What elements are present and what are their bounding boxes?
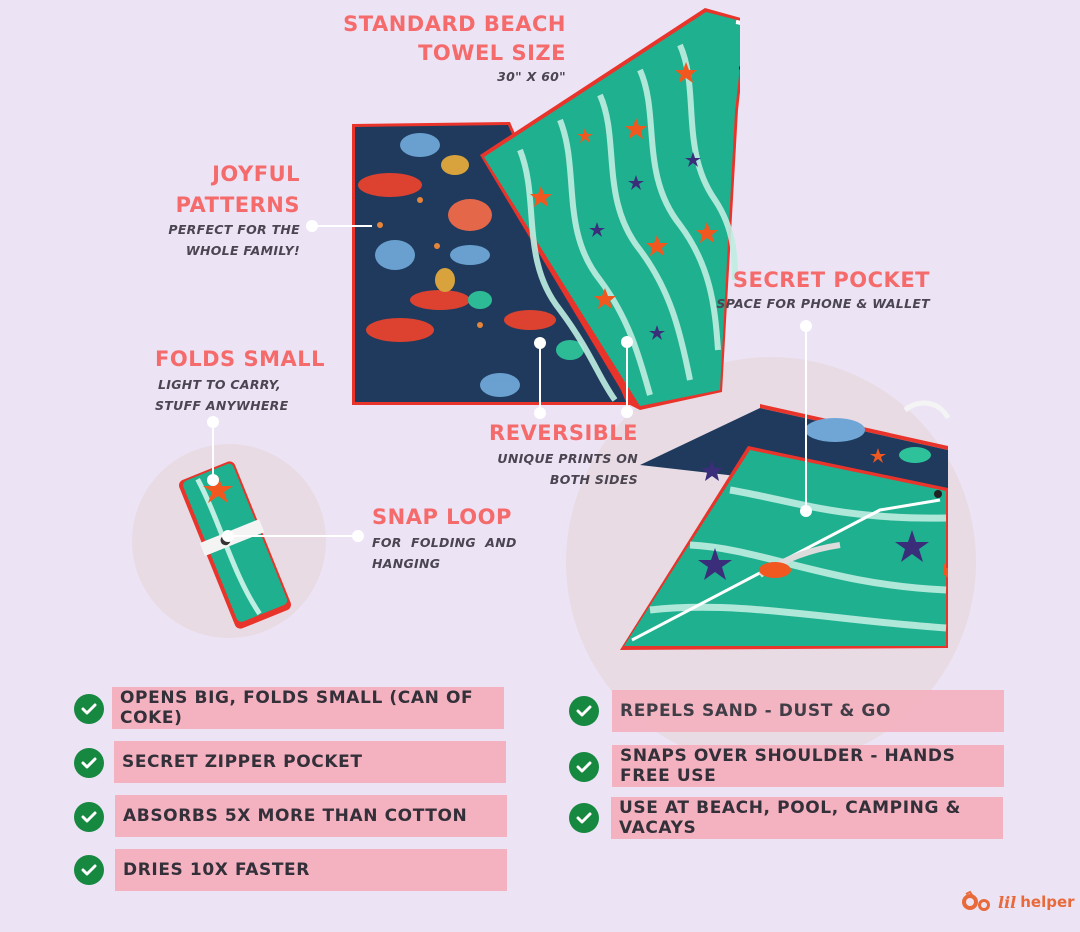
patterns-title-line1: JOYFUL <box>212 162 300 186</box>
pocket-closeup-image <box>620 400 951 650</box>
reversible-subtitle-line1: UNIQUE PRINTS ON <box>497 451 638 466</box>
brand-logo: lil helper <box>960 890 1075 914</box>
snap-loop-title: SNAP LOOP <box>372 505 512 529</box>
snap-loop-subtitle-line1: FOR FOLDING AND <box>372 535 517 550</box>
check-circle-icon <box>569 803 599 833</box>
patterns-callout: JOYFUL PATTERNS PERFECT FOR THE WHOLE FA… <box>140 158 300 261</box>
patterns-subtitle-line1: PERFECT FOR THE <box>168 222 300 237</box>
pocket-title: SECRET POCKET <box>732 268 930 292</box>
reversible-callout: REVERSIBLE UNIQUE PRINTS ON BOTH SIDES <box>480 419 638 490</box>
feature-item: ABSORBS 5X MORE THAN COTTON <box>115 795 507 837</box>
pocket-callout: SECRET POCKET SPACE FOR PHONE & WALLET <box>700 266 930 313</box>
feature-item: DRIES 10X FASTER <box>115 849 507 891</box>
folds-title: FOLDS SMALL <box>155 347 325 371</box>
snap-loop-subtitle-line2: HANGING <box>372 556 441 571</box>
feature-item: REPELS SAND - DUST & GO <box>612 690 1004 732</box>
feature-item: OPENS BIG, FOLDS SMALL (CAN OF COKE) <box>112 687 504 729</box>
check-circle-icon <box>74 855 104 885</box>
brand-name-lil: lil <box>998 892 1017 912</box>
reversible-connector-line-1 <box>539 342 541 412</box>
size-title-line2: TOWEL SIZE <box>418 41 566 65</box>
feature-item: SECRET ZIPPER POCKET <box>114 741 506 783</box>
reversible-connector-dot-1b <box>534 407 546 419</box>
check-circle-icon <box>569 696 599 726</box>
feature-item: SNAPS OVER SHOULDER - HANDS FREE USE <box>612 745 1004 787</box>
snap-connector-line <box>228 535 358 537</box>
pocket-connector-dot-bottom <box>800 505 812 517</box>
reversible-subtitle-line2: BOTH SIDES <box>549 472 638 487</box>
reversible-connector-dot-1 <box>534 337 546 349</box>
check-circle-icon <box>569 752 599 782</box>
check-circle-icon <box>74 694 104 724</box>
patterns-title-line2: PATTERNS <box>175 193 300 217</box>
bird-mascot-icon <box>962 890 990 911</box>
reversible-connector-dot-2 <box>621 336 633 348</box>
reversible-connector-line-2 <box>626 341 628 411</box>
open-towel-image <box>352 8 740 410</box>
patterns-connector-line <box>312 225 372 227</box>
size-subtitle: 30" X 60" <box>497 69 566 84</box>
pocket-connector-dot-top <box>800 320 812 332</box>
reversible-title: REVERSIBLE <box>489 421 638 445</box>
snap-loop-callout: SNAP LOOP FOR FOLDING AND HANGING <box>372 503 552 574</box>
size-title-line1: STANDARD BEACH <box>343 12 566 36</box>
check-circle-icon <box>74 802 104 832</box>
brand-name-helper: helper <box>1020 893 1075 911</box>
snap-connector-dot-left <box>222 530 234 542</box>
snap-connector-dot-right <box>352 530 364 542</box>
folds-subtitle-line2: STUFF ANYWHERE <box>155 398 289 413</box>
folds-connector-dot-top <box>207 416 219 428</box>
folds-connector-dot-bottom <box>207 474 219 486</box>
folds-callout: FOLDS SMALL LIGHT TO CARRY, STUFF ANYWHE… <box>155 345 355 416</box>
reversible-connector-dot-2b <box>621 406 633 418</box>
folded-towel-image <box>179 461 291 629</box>
folds-subtitle-line1: LIGHT TO CARRY, <box>158 377 281 392</box>
check-circle-icon <box>74 748 104 778</box>
folds-connector-line <box>212 422 214 480</box>
pocket-connector-line <box>805 325 807 511</box>
pocket-subtitle: SPACE FOR PHONE & WALLET <box>716 296 930 311</box>
patterns-connector-dot <box>306 220 318 232</box>
feature-item: USE AT BEACH, POOL, CAMPING & VACAYS <box>611 797 1003 839</box>
size-callout: STANDARD BEACH TOWEL SIZE 30" X 60" <box>330 10 566 86</box>
patterns-subtitle-line2: WHOLE FAMILY! <box>185 243 300 258</box>
